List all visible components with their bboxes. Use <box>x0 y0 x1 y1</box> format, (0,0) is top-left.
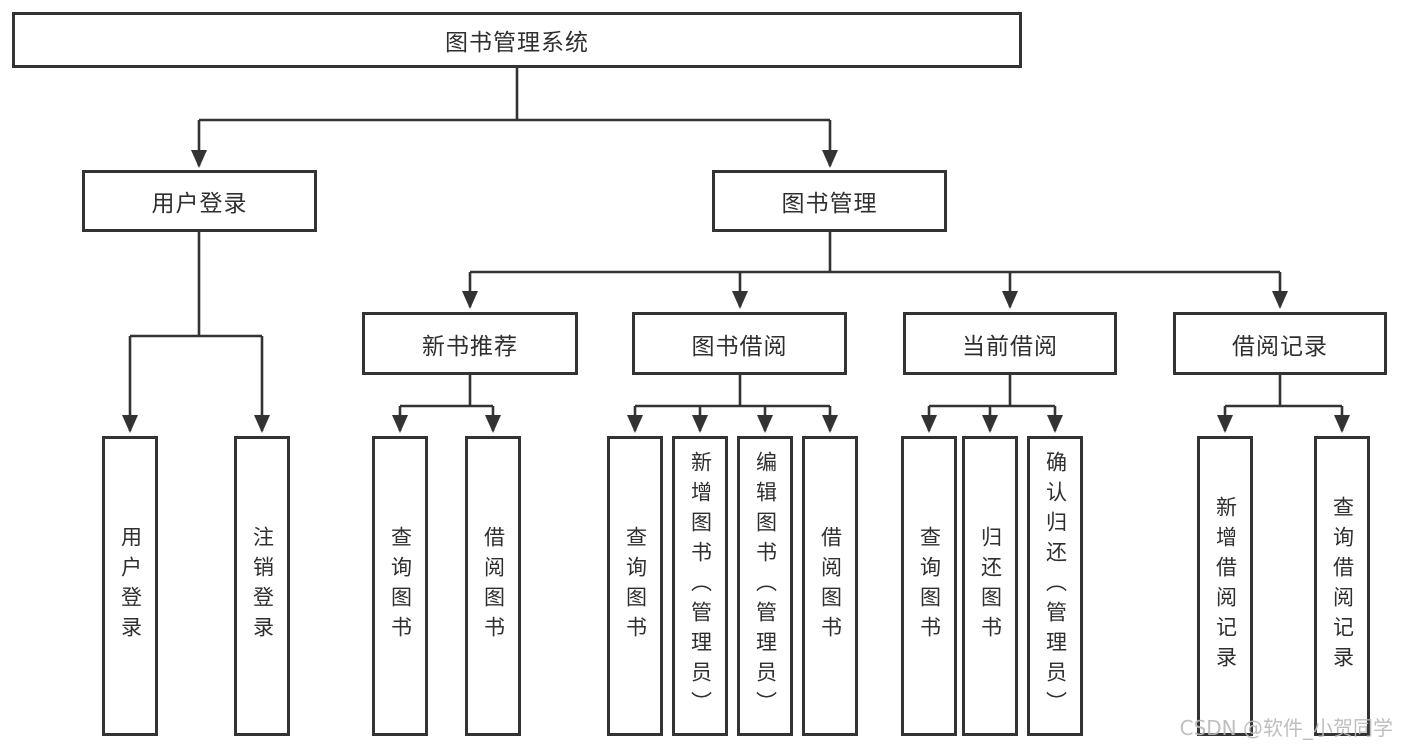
node-label: 借阅记录 <box>1232 333 1328 360</box>
node-label: 编辑图书（管理员） <box>753 451 778 721</box>
node-label: 新书推荐 <box>422 333 518 360</box>
node-current-borrowing: 当前借阅 <box>903 312 1117 375</box>
node-book-management-branch: 图书管理 <box>712 170 947 232</box>
node-logout: 注销登录 <box>234 436 290 736</box>
node-user-login-leaf: 用户登录 <box>102 436 158 736</box>
node-label: 图书管理系统 <box>445 30 589 56</box>
node-borrow-books: 借阅图书 <box>802 436 858 736</box>
node-label: 查询图书 <box>623 526 648 646</box>
node-label: 借阅图书 <box>481 526 506 646</box>
node-label: 归还图书 <box>978 526 1003 646</box>
node-add-book-admin: 新增图书（管理员） <box>672 436 728 736</box>
node-label: 新增图书（管理员） <box>688 451 713 721</box>
node-label: 图书借阅 <box>691 333 788 360</box>
node-borrow-books-recommend: 借阅图书 <box>465 436 521 736</box>
node-user-login-branch: 用户登录 <box>82 170 317 232</box>
node-label: 新增借阅记录 <box>1213 496 1238 676</box>
node-label: 图书管理 <box>781 191 878 217</box>
node-label: 用户登录 <box>118 526 143 646</box>
node-library-management-system: 图书管理系统 <box>12 12 1022 68</box>
node-label: 借阅图书 <box>818 526 843 646</box>
node-new-book-recommendation: 新书推荐 <box>362 312 578 375</box>
node-confirm-return-admin: 确认归还（管理员） <box>1027 436 1083 736</box>
node-query-books-recommend: 查询图书 <box>372 436 428 736</box>
node-book-borrowing: 图书借阅 <box>632 312 847 375</box>
node-edit-book-admin: 编辑图书（管理员） <box>737 436 793 736</box>
node-label: 查询借阅记录 <box>1330 496 1355 676</box>
node-label: 确认归还（管理员） <box>1043 451 1068 721</box>
csdn-watermark: CSDN @软件_小贺同学 <box>1179 716 1393 740</box>
node-return-book: 归还图书 <box>962 436 1018 736</box>
node-query-borrow-record: 查询借阅记录 <box>1314 436 1370 736</box>
node-label: 查询图书 <box>388 526 413 646</box>
node-label: 用户登录 <box>151 191 248 217</box>
node-query-books-current: 查询图书 <box>901 436 957 736</box>
node-label: 查询图书 <box>917 526 942 646</box>
node-label: 当前借阅 <box>962 333 1058 360</box>
node-add-borrow-record: 新增借阅记录 <box>1197 436 1253 736</box>
node-query-books-borrow: 查询图书 <box>607 436 663 736</box>
node-label: 注销登录 <box>250 526 275 646</box>
node-borrowing-records: 借阅记录 <box>1173 312 1387 375</box>
